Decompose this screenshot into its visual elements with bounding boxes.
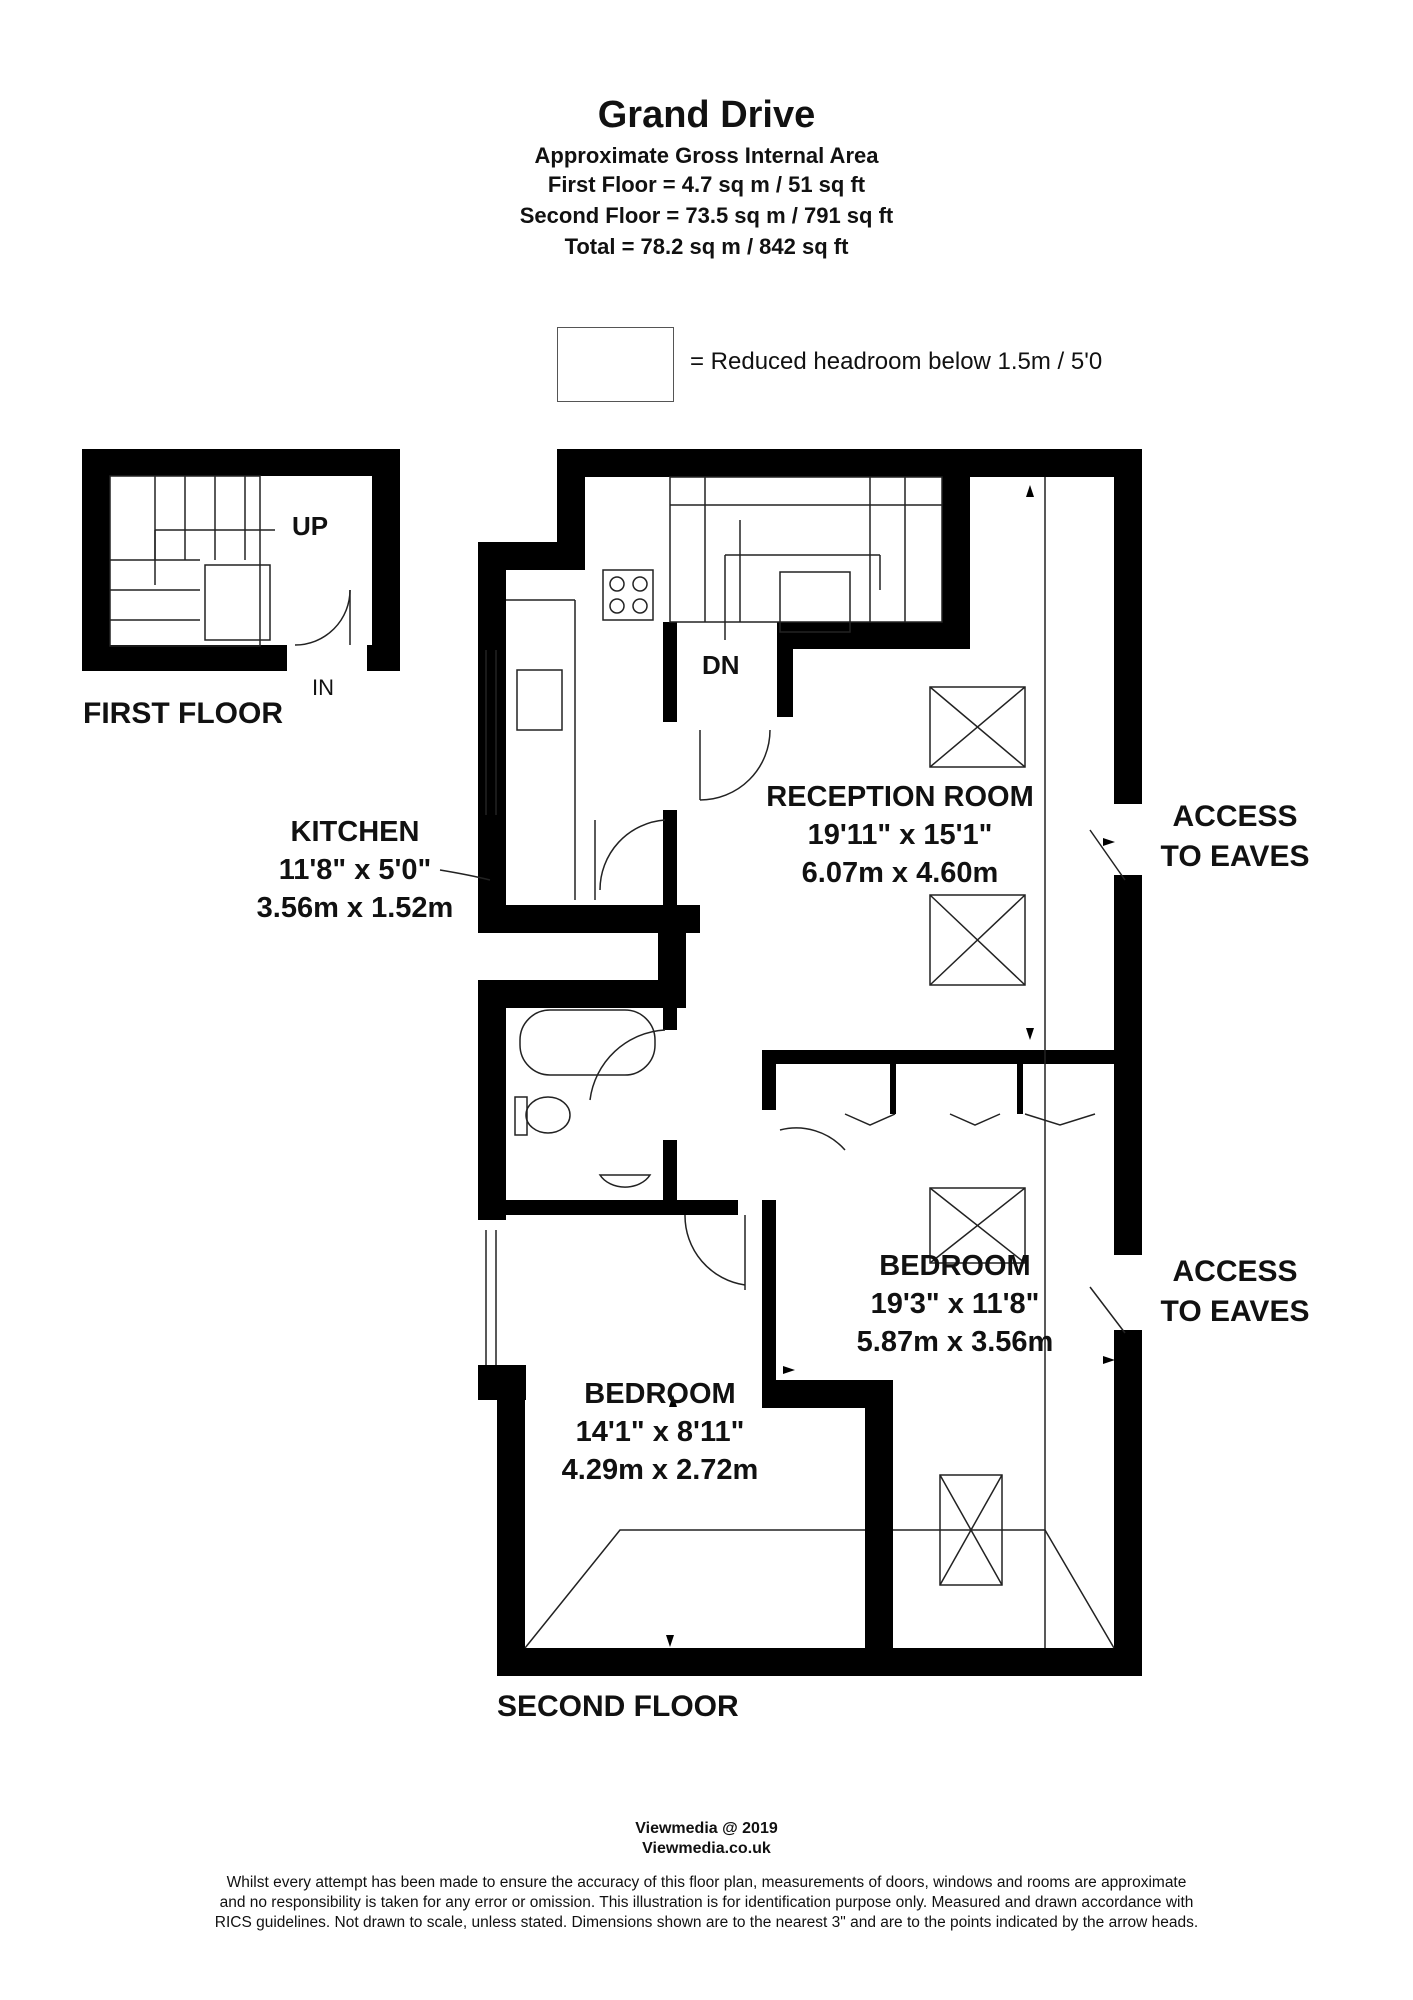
second-floor-area: Second Floor = 73.5 sq m / 791 sq ft (519, 203, 894, 228)
reception-bedroom-wall (762, 1050, 1142, 1064)
access-lower-line1: ACCESS (1172, 1255, 1298, 1288)
footer-website: Viewmedia.co.uk (642, 1840, 771, 1857)
ff-wall-bottom-left (82, 645, 287, 671)
footer-disclaimer-2: and no responsibility is taken for any e… (219, 1894, 1194, 1911)
access-upper-line1: ACCESS (1172, 800, 1298, 833)
sf-wall-top-left-drop (557, 449, 585, 549)
kitchen-right-partition (663, 810, 677, 990)
in-label: IN (312, 675, 334, 700)
footer-disclaimer-3: RICS guidelines. Not drawn to scale, unl… (214, 1914, 1199, 1931)
stair-landing-wall (777, 622, 793, 717)
ff-wall-top (82, 449, 400, 476)
sf-kitchen-left-wall (478, 542, 506, 932)
sf-wall-right-upper (1114, 449, 1142, 804)
kitchen-imperial: 11'8" x 5'0" (278, 854, 432, 886)
wardrobe-divider-1 (890, 1064, 896, 1114)
footer-copyright: Viewmedia @ 2019 (635, 1820, 778, 1837)
total-area: Total = 78.2 sq m / 842 sq ft (564, 234, 849, 259)
bedroom-1-label: BEDROOM 19'3" x 11'8" 5.87m x 3.56m (835, 1247, 1075, 1361)
reception-name: RECEPTION ROOM (766, 781, 1034, 813)
bedroom-2-name: BEDROOM (584, 1378, 736, 1410)
bedroom-1-imperial: 19'3" x 11'8" (870, 1288, 1040, 1320)
area-subtitle: Approximate Gross Internal Area (534, 143, 879, 168)
bedroom-1-metric: 5.87m x 3.56m (856, 1326, 1054, 1358)
hall-left-partition (663, 622, 677, 722)
velux-icon-2 (929, 894, 1026, 986)
bedroom-1-name: BEDROOM (879, 1250, 1031, 1282)
eaves-hatch-1 (1089, 829, 1126, 881)
bedroom-2-metric: 4.29m x 2.72m (561, 1454, 759, 1486)
second-floor-label: SECOND FLOOR (497, 1690, 739, 1723)
first-floor-label: FIRST FLOOR (83, 697, 283, 730)
eaves-line-bed1 (893, 1529, 1115, 1649)
velux-icon-1 (929, 686, 1026, 768)
bath-bottom-wall (478, 1200, 738, 1215)
ff-wall-bottom-right (367, 645, 400, 671)
footer-disclaimer-1: Whilst every attempt has been made to en… (226, 1874, 1187, 1891)
sf-wall-right-lower (1114, 1330, 1142, 1676)
wardrobe-divider-2 (1017, 1064, 1023, 1114)
access-to-eaves-lower: ACCESS TO EAVES (1150, 1252, 1320, 1332)
first-floor-area: First Floor = 4.7 sq m / 51 sq ft (547, 172, 866, 197)
bed-divide-wall (762, 1200, 776, 1390)
ff-wall-left (82, 449, 110, 671)
access-upper-line2: TO EAVES (1160, 840, 1310, 873)
eaves-hatch-2 (1089, 1286, 1126, 1334)
ff-wall-right (372, 449, 400, 671)
velux-icon-3 (929, 1187, 1026, 1264)
bath-icon (519, 1009, 656, 1076)
sf-stairs (669, 476, 943, 623)
sf-bath-left-wall (478, 980, 506, 1220)
reduced-headroom-swatch (557, 327, 674, 402)
sf-wall-top (557, 449, 1142, 477)
bed1-left-wall (865, 1380, 893, 1675)
reception-metric: 6.07m x 4.60m (801, 857, 999, 889)
stair-right-wall (942, 449, 970, 649)
reception-room-label: RECEPTION ROOM 19'11" x 15'1" 6.07m x 4.… (745, 778, 1055, 892)
access-to-eaves-upper: ACCESS TO EAVES (1150, 797, 1320, 877)
hob-icon (602, 569, 654, 621)
bedroom-2-imperial: 14'1" x 8'11" (575, 1416, 745, 1448)
bed1-step-wall (762, 1380, 880, 1408)
dn-label: DN (702, 650, 740, 680)
stair-bottom-wall (777, 622, 970, 649)
walls (82, 449, 1142, 1676)
bath-right-partition-top (663, 990, 677, 1030)
bedroom-2-label: BEDROOM 14'1" x 8'11" 4.29m x 2.72m (540, 1375, 780, 1489)
basin-icon (598, 1174, 652, 1188)
fixtures (109, 475, 1126, 1649)
toilet-icon (525, 1096, 571, 1134)
bath-right-partition (663, 1140, 677, 1210)
wardrobe-left (762, 1050, 776, 1110)
eaves-line-bed2 (524, 1529, 865, 1649)
sf-wall-right-mid (1114, 875, 1142, 1255)
legend-text: = Reduced headroom below 1.5m / 5'0 (690, 348, 1103, 375)
sink-icon (516, 669, 563, 731)
kitchen-name: KITCHEN (290, 816, 420, 848)
up-label: UP (292, 511, 329, 541)
sf-wall-bottom (497, 1648, 1142, 1676)
velux-icon-4 (939, 1474, 1003, 1586)
dimension-arrows (666, 485, 1115, 1647)
reception-imperial: 19'11" x 15'1" (807, 819, 993, 851)
sf-bed2-left-wall (497, 1385, 525, 1675)
access-lower-line2: TO EAVES (1160, 1295, 1310, 1328)
sf-bath-top-wall (478, 980, 686, 1008)
plan-title: Grand Drive (597, 94, 816, 136)
kitchen-metric: 3.56m x 1.52m (256, 892, 454, 924)
kitchen-label: KITCHEN 11'8" x 5'0" 3.56m x 1.52m (225, 813, 485, 927)
